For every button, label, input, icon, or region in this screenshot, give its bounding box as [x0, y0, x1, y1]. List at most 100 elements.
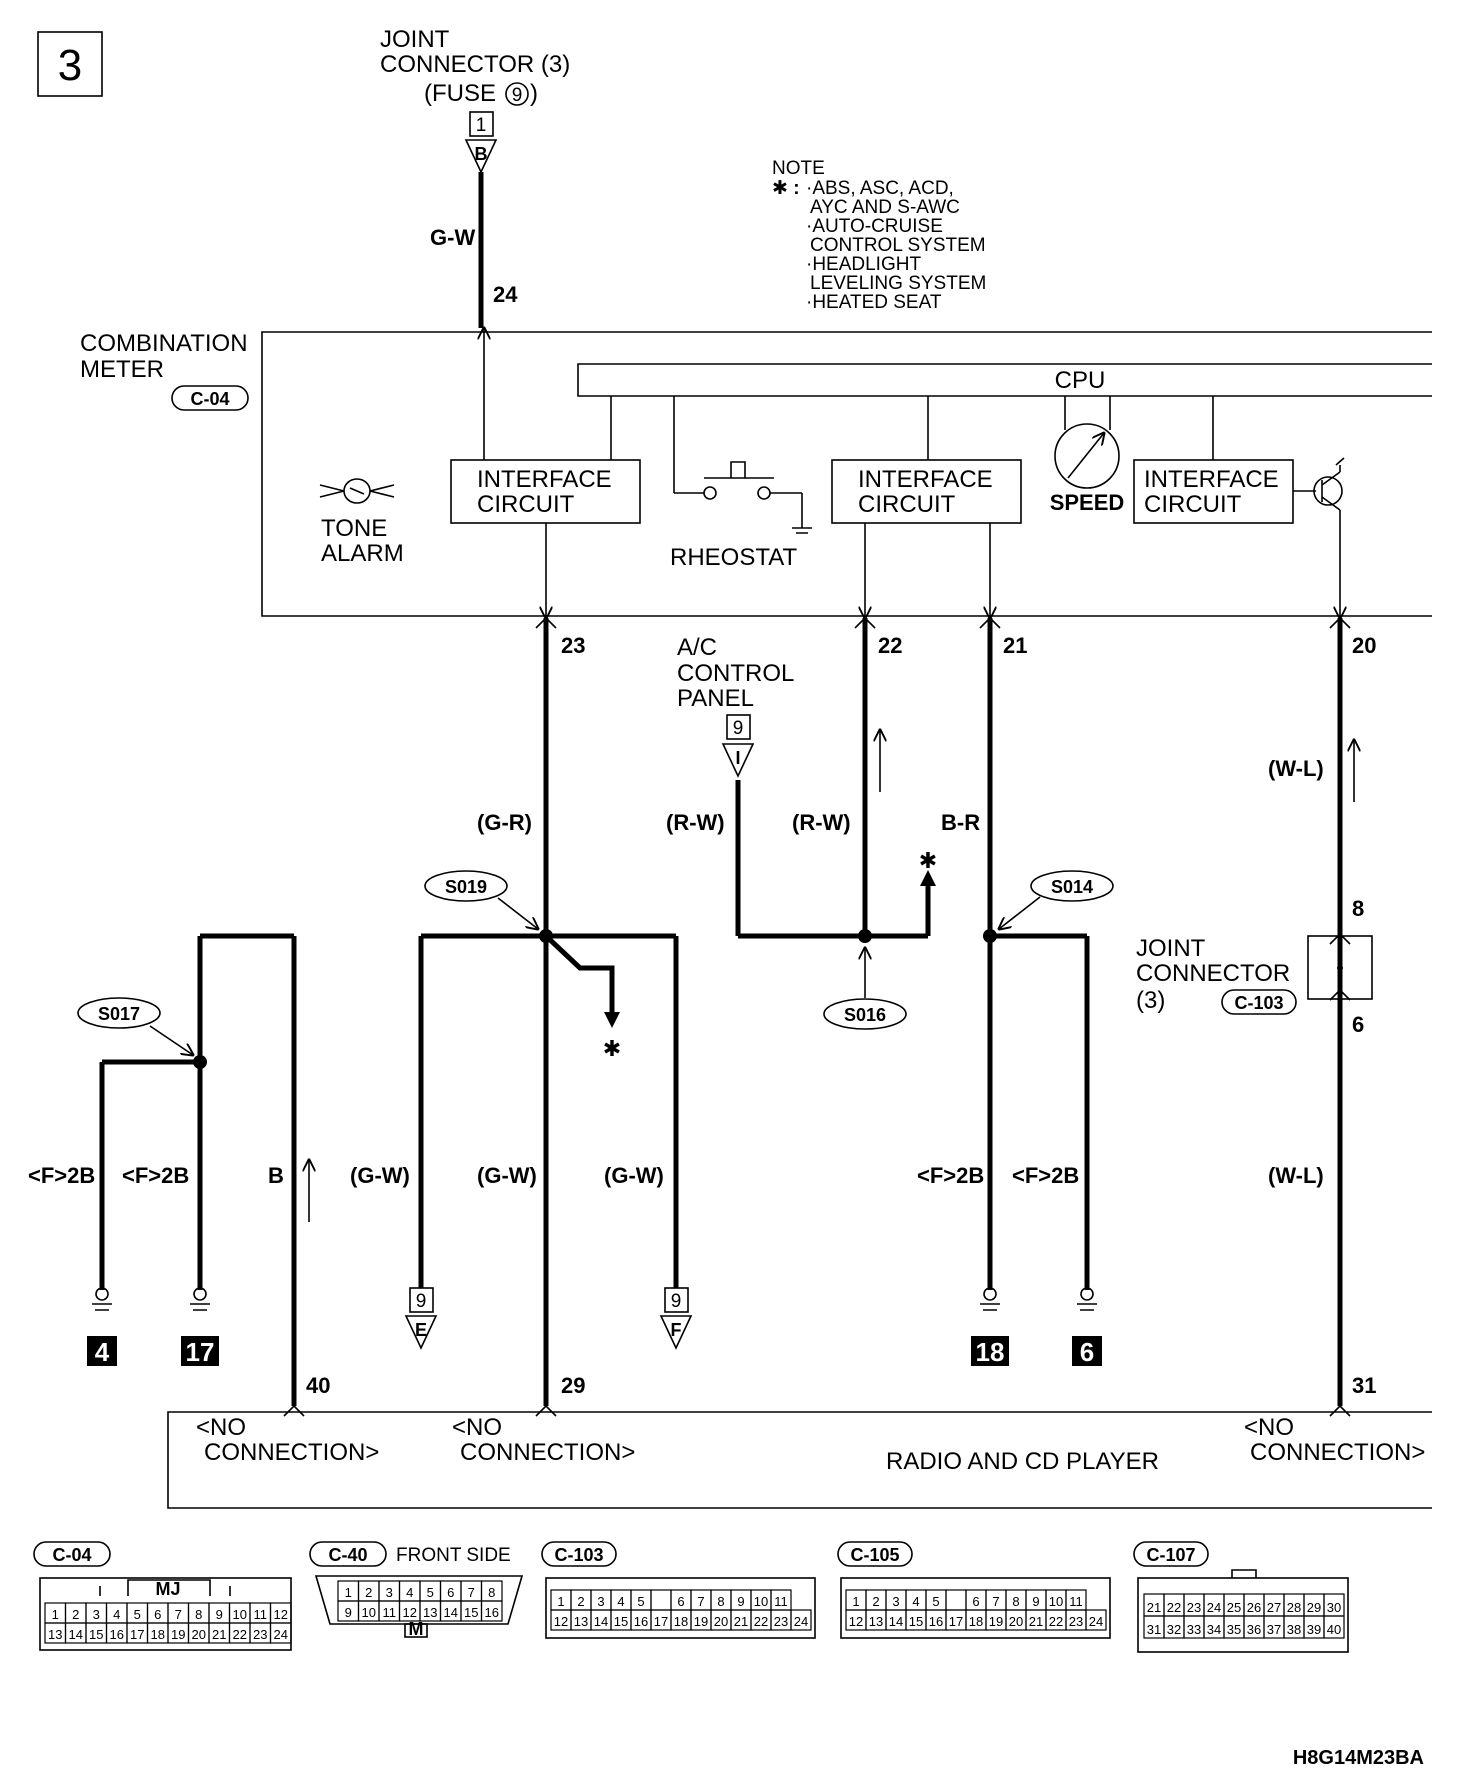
- fuse-references: 9 E 9 F: [404, 1287, 693, 1350]
- connector-pin-number: 21: [734, 1614, 748, 1629]
- interface-circuit-label: INTERFACE: [1144, 466, 1279, 493]
- joint-connector-top: JOINT CONNECTOR (3) (FUSE 9 ) 1 B G-W 24: [380, 26, 570, 328]
- connector-pin-number: 11: [383, 1605, 397, 1620]
- connector-pin-label: I: [735, 748, 740, 768]
- connector-pin-number: 13: [48, 1627, 62, 1642]
- ground-number: 18: [976, 1337, 1005, 1367]
- connector-pin-number: 3: [386, 1585, 393, 1600]
- connector-pin-number: 1: [852, 1594, 859, 1609]
- connector-pin-number: 15: [909, 1614, 923, 1629]
- tone-alarm-label: ALARM: [321, 540, 404, 567]
- connector-mark: MJ: [155, 1579, 180, 1599]
- connector-pin-number: 6: [154, 1607, 161, 1622]
- connector-pin-label: E: [415, 1320, 427, 1340]
- connector-pin-number: 23: [253, 1627, 267, 1642]
- rheostat-switch-icon: [673, 396, 812, 534]
- connector-pin-number: 1: [52, 1607, 59, 1622]
- connector-pin-number: 13: [574, 1614, 588, 1629]
- ground-number: 4: [95, 1337, 110, 1367]
- speed-gauge-icon: [1054, 396, 1120, 489]
- splice-label: S017: [98, 1004, 140, 1024]
- connector-pin-number: 13: [869, 1614, 883, 1629]
- connector-pin-number: 14: [69, 1627, 83, 1642]
- wire-color-label: (R-W): [666, 810, 725, 835]
- tone-alarm-icon: [319, 478, 395, 504]
- connector-pin-number: 9: [737, 1594, 744, 1609]
- connector-pin-number: 30: [1327, 1600, 1341, 1615]
- connector-pin-number: 36: [1247, 1622, 1261, 1637]
- connector-pin-number: 9: [345, 1605, 352, 1620]
- fuse-number: 9: [512, 85, 523, 106]
- wire-labels: (G-R) (R-W) (R-W) B-R (W-L) (W-L) <F>2B …: [28, 756, 1324, 1188]
- combination-meter: COMBINATION METER C-04 CPU INTERFACE CIR…: [80, 328, 1432, 658]
- terminal-number: 22: [878, 633, 902, 658]
- connector-pin-number: 22: [1167, 1600, 1181, 1615]
- connector-pin-number: 14: [444, 1605, 458, 1620]
- connector-pin-number: 17: [949, 1614, 963, 1629]
- note-line: LEVELING SYSTEM: [810, 273, 986, 294]
- connector-pin-number: 17: [654, 1614, 668, 1629]
- connector-pin-number: 24: [1089, 1614, 1103, 1629]
- connector-box-number: 9: [671, 1291, 682, 1312]
- terminal-number: 29: [561, 1373, 585, 1398]
- connector-pin-number: 12: [274, 1607, 288, 1622]
- connector-pin-number: 29: [1307, 1600, 1321, 1615]
- connector-pin-number: 15: [89, 1627, 103, 1642]
- connector-pin-number: 9: [1032, 1594, 1039, 1609]
- wire-color-label: <F>2B: [1012, 1163, 1079, 1188]
- connector-box-number: 9: [733, 718, 744, 739]
- connector-pin-number: 22: [1049, 1614, 1063, 1629]
- wire-color-label: (W-L): [1268, 1163, 1324, 1188]
- connector-code: C-103: [1234, 993, 1283, 1013]
- note-line: ·AUTO-CRUISE: [806, 216, 943, 237]
- connector-pin-number: 16: [929, 1614, 943, 1629]
- interface-circuit-label: CIRCUIT: [1144, 491, 1242, 518]
- connector-pin-number: 6: [447, 1585, 454, 1600]
- connector-pin-cell: [1085, 1609, 1107, 1631]
- note-star-marker: ✱: [919, 848, 937, 873]
- interface-circuit-label: CIRCUIT: [477, 491, 575, 518]
- connector-pin-cell: [480, 1600, 503, 1622]
- no-connection-label: <NO: [452, 1414, 502, 1441]
- connector-pin-number: 28: [1287, 1600, 1301, 1615]
- connector-pin-number: 37: [1267, 1622, 1281, 1637]
- joint-connector-label: (3): [1136, 987, 1165, 1014]
- ac-panel-label: A/C: [677, 634, 717, 661]
- interface-circuit-label: INTERFACE: [477, 466, 612, 493]
- connector-pin-number: 33: [1187, 1622, 1201, 1637]
- wire-color-label: G-W: [430, 225, 475, 250]
- connector-pin-number: 5: [637, 1594, 644, 1609]
- connector-pin-number: 5: [932, 1594, 939, 1609]
- connector-pin-number: 38: [1287, 1622, 1301, 1637]
- connector-pin-number: 19: [989, 1614, 1003, 1629]
- wire-color-label: (G-R): [477, 810, 532, 835]
- connector-pin-number: 19: [171, 1627, 185, 1642]
- connector-pin-number: 7: [468, 1585, 475, 1600]
- terminal-number: 31: [1352, 1373, 1376, 1398]
- connector-pin-cell: [790, 1609, 812, 1631]
- splice-label: S014: [1051, 877, 1093, 897]
- connector-pin-number: 21: [212, 1627, 226, 1642]
- transistor-icon: [1293, 457, 1344, 618]
- connector-pin-number: 8: [717, 1594, 724, 1609]
- connector-pin-number: 16: [110, 1627, 124, 1642]
- connector-pin-number: 23: [1187, 1600, 1201, 1615]
- rheostat-label: RHEOSTAT: [670, 544, 797, 571]
- note-line: ·HEATED SEAT: [806, 292, 942, 313]
- ground-symbol-icon: [980, 1287, 1000, 1311]
- note-title: NOTE: [772, 158, 825, 179]
- page-number-box: 3: [37, 31, 103, 97]
- connector-pin-label: B: [475, 144, 488, 164]
- wire-color-label: (R-W): [792, 810, 851, 835]
- connector-pin-number: 11: [1069, 1594, 1083, 1609]
- connector-pin-number: 21: [1147, 1600, 1161, 1615]
- connector-pin-cell: [650, 1589, 672, 1611]
- radio-cd-player: 40 29 31 <NO CONNECTION> <NO CONNECTION>…: [167, 1373, 1432, 1509]
- connector-pin-number: 15: [614, 1614, 628, 1629]
- connector-pin-number: 10: [1049, 1594, 1063, 1609]
- connector-pin-number: 24: [274, 1627, 288, 1642]
- connector-pin-number: 14: [889, 1614, 903, 1629]
